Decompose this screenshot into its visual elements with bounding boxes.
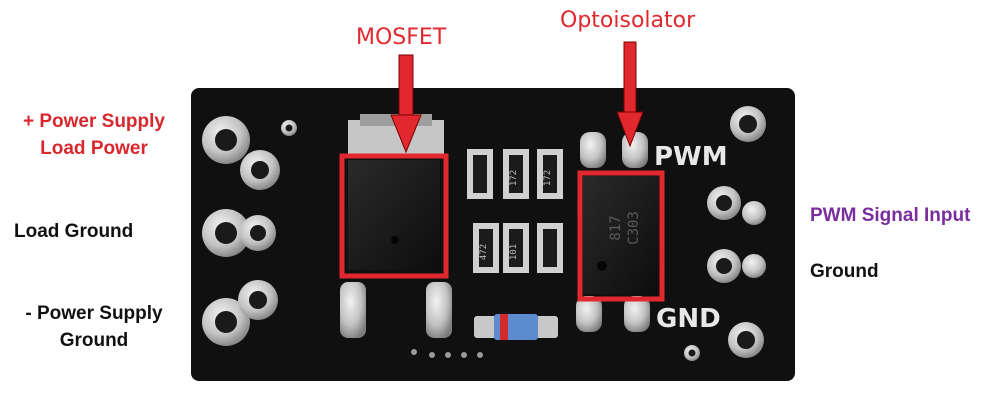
optoisolator-highlight-box: [577, 170, 665, 302]
opto-marking-2: C303: [626, 211, 642, 245]
smd-diode: [474, 314, 558, 340]
silk-gnd: GND: [656, 304, 721, 334]
pwm-signal-input-label: PWM Signal Input: [810, 205, 971, 226]
optoisolator-arrow: [616, 41, 644, 148]
resistor-code-3: 472: [479, 244, 489, 260]
mosfet-arrow: [390, 54, 422, 154]
optoisolator-label: Optoisolator: [560, 8, 696, 33]
power-supply-minus-line2: Ground: [59, 330, 129, 351]
mosfet-label: MOSFET: [356, 25, 447, 50]
right-terminal-pads: [684, 106, 766, 361]
power-supply-minus-label: - Power Supply Ground: [14, 300, 174, 354]
silk-pwm: PWM: [654, 142, 728, 172]
resistor-code-4: 101: [509, 244, 519, 260]
left-terminal-pads: [202, 116, 297, 346]
power-supply-plus-label: + Power Supply Load Power: [14, 108, 174, 162]
load-ground-label: Load Ground: [14, 221, 134, 242]
mosfet-body: [348, 160, 440, 270]
opto-marking-1: 817: [608, 215, 624, 240]
mosfet-highlight-box: [339, 153, 449, 279]
power-supply-minus-line1: - Power Supply: [25, 303, 163, 324]
optoisolator-body: [583, 176, 659, 294]
resistor-code-2: 172: [543, 170, 553, 186]
header-holes: [411, 349, 483, 358]
resistor-code-1: 172: [509, 170, 519, 186]
power-supply-plus-line2: Load Power: [40, 138, 148, 159]
smd-resistors: [467, 149, 563, 273]
ground-right-label: Ground: [810, 261, 879, 282]
power-supply-plus-line1: + Power Supply: [22, 111, 165, 132]
